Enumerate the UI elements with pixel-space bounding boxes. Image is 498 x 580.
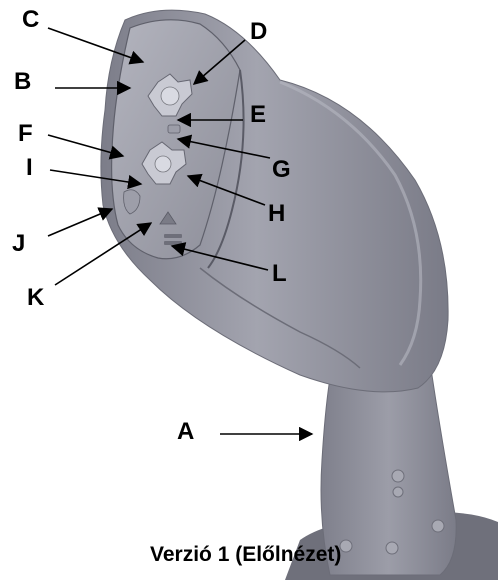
screw [386, 542, 398, 554]
screw [432, 520, 444, 532]
leader-j [48, 209, 112, 236]
callout-b: B [14, 70, 31, 94]
callout-i: I [26, 156, 33, 180]
callout-l: L [272, 262, 287, 286]
button-small-e [168, 125, 180, 133]
callout-k: K [27, 286, 44, 310]
button-bar-l-2 [164, 241, 182, 245]
screw [393, 487, 403, 497]
callout-h: H [268, 202, 285, 226]
callout-a: A [177, 420, 194, 444]
callout-c: C [22, 8, 39, 32]
screw [340, 540, 352, 552]
callout-g: G [272, 158, 291, 182]
button-bar-l-1 [164, 234, 182, 238]
figure-caption: Verzió 1 (Előlnézet) [150, 543, 341, 567]
callout-f: F [18, 122, 33, 146]
callout-d: D [250, 20, 267, 44]
screw [392, 470, 404, 482]
callout-e: E [250, 103, 266, 127]
callout-j: J [12, 232, 25, 256]
